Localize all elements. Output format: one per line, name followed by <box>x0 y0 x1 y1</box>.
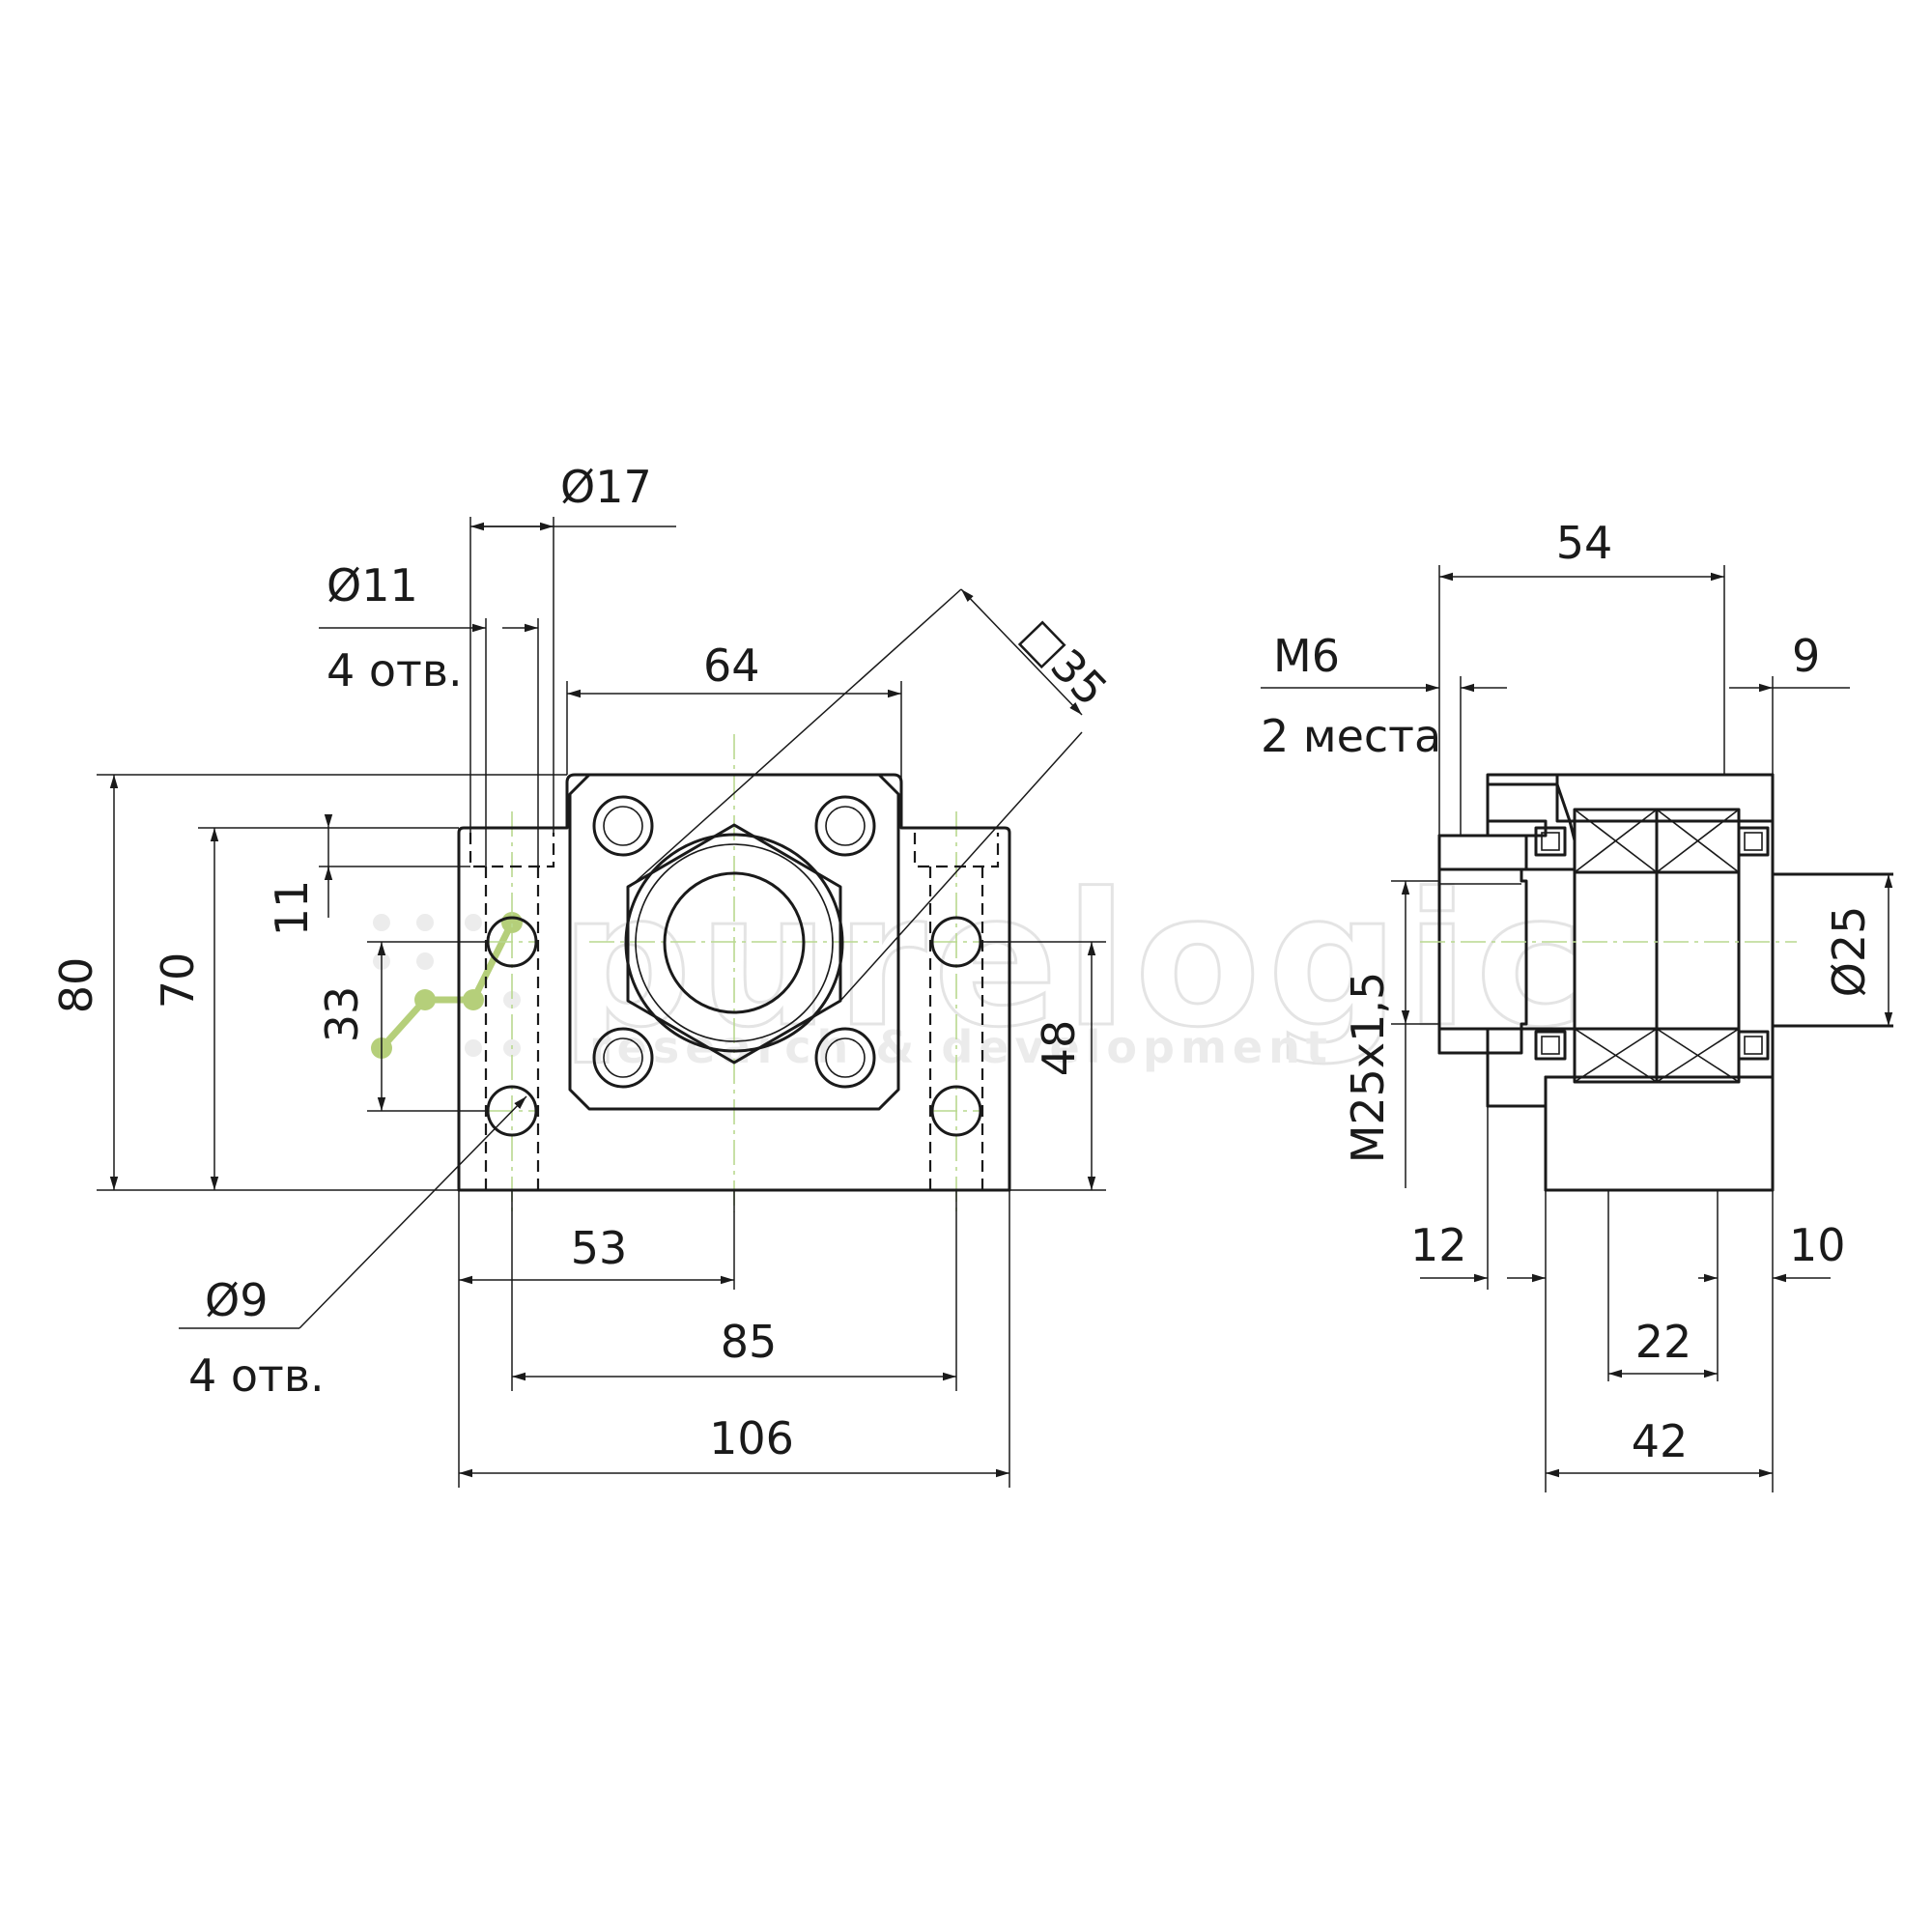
watermark-brand: purelogic <box>560 854 1584 1067</box>
dim-w12: 12 <box>1410 1219 1467 1271</box>
hex-nut <box>626 823 842 1065</box>
dim-w54: 54 <box>1556 517 1613 569</box>
bore-inner <box>663 871 806 1014</box>
dim-d25: Ø25 <box>1823 906 1875 998</box>
flange-holes <box>592 795 876 1089</box>
dim-d9: Ø9 <box>205 1274 268 1326</box>
watermark-tagline: research & development <box>589 1021 1333 1073</box>
dim-d11: Ø11 <box>327 559 418 611</box>
dim-h11: 11 <box>266 880 318 937</box>
dim-h33: 33 <box>316 986 368 1043</box>
flange-outline <box>568 773 900 1111</box>
dim-w10: 10 <box>1789 1219 1846 1271</box>
base-block-outline <box>457 773 1011 1192</box>
hidden-lines <box>469 833 1000 1190</box>
dim-h80: 80 <box>50 957 102 1014</box>
dim-w22: 22 <box>1635 1316 1692 1368</box>
dim-m6: M6 <box>1273 630 1340 682</box>
dim-sq35: □35 <box>1011 609 1118 716</box>
bore-outer <box>624 833 844 1053</box>
dim-w85: 85 <box>721 1316 778 1368</box>
dim-m6-note: 2 места <box>1261 710 1441 762</box>
dim-h70: 70 <box>152 952 204 1009</box>
dim-d9-note: 4 отв. <box>188 1350 325 1402</box>
front-view: Ø17 Ø11 4 отв. 64 □35 80 70 11 <box>50 461 1118 1488</box>
dim-w106: 106 <box>709 1412 794 1464</box>
dim-d11-note: 4 отв. <box>327 644 463 696</box>
side-view: 54 M6 2 места 9 Ø25 M25x1,5 12 10 <box>1261 517 1893 1492</box>
dim-h48: 48 <box>1033 1020 1085 1077</box>
logo-icon <box>371 912 523 1059</box>
dim-w53: 53 <box>571 1222 628 1274</box>
bearings <box>1573 808 1741 1084</box>
dim-w9: 9 <box>1792 630 1820 682</box>
dim-w64: 64 <box>703 639 760 692</box>
dim-thread: M25x1,5 <box>1342 972 1394 1164</box>
dim-w42: 42 <box>1632 1415 1689 1467</box>
dim-d17: Ø17 <box>560 461 652 513</box>
watermark: purelogic research & development <box>371 853 1586 1073</box>
